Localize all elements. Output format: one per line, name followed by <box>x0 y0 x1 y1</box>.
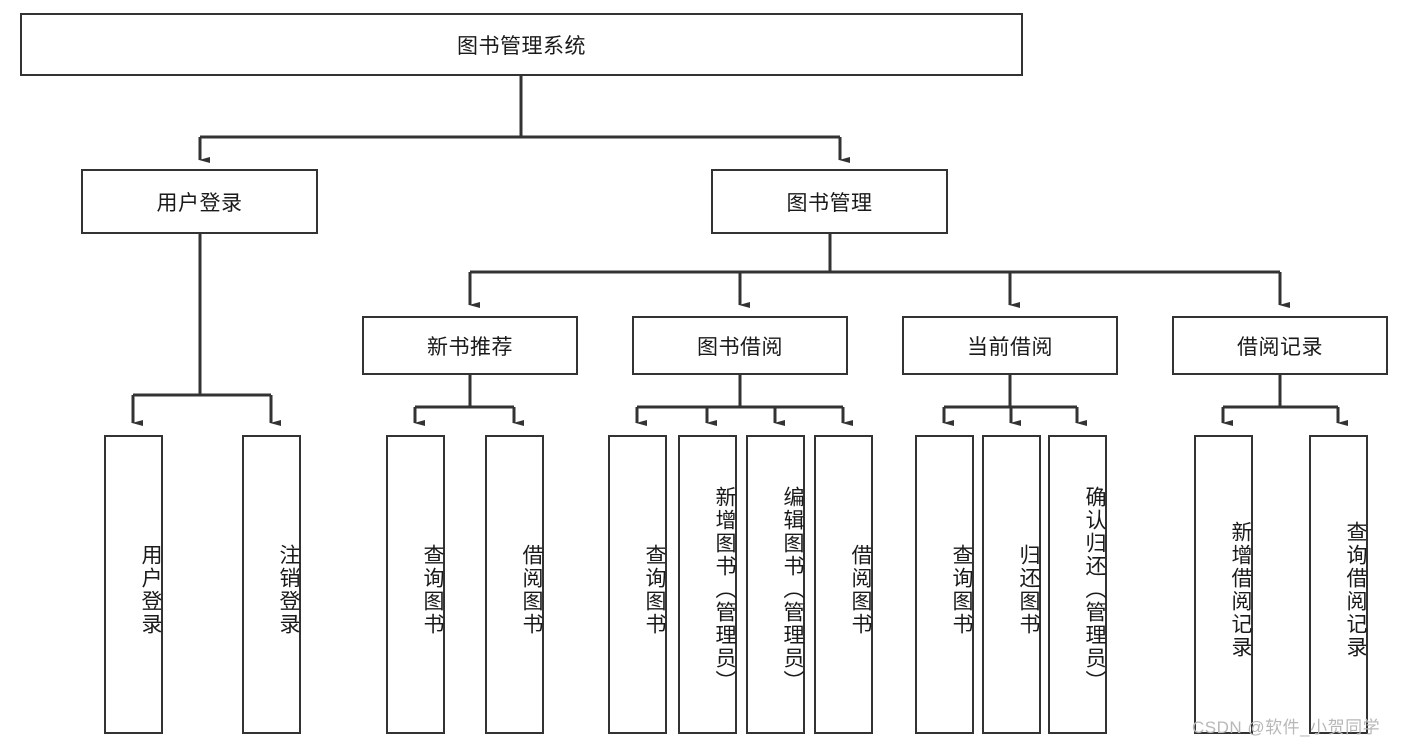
node-label: 新增图书（管理员） <box>713 486 736 693</box>
leaf-recommend-borrow-book[interactable]: 借阅图书 <box>485 435 544 734</box>
node-label: 确认归还（管理员） <box>1083 486 1106 693</box>
node-book-borrow[interactable]: 图书借阅 <box>632 316 848 375</box>
leaf-current-return-book[interactable]: 归还图书 <box>982 435 1041 734</box>
node-label: 图书借阅 <box>697 335 783 359</box>
node-book-management[interactable]: 图书管理 <box>711 169 948 234</box>
leaf-user-login-signin[interactable]: 用户登录 <box>104 435 163 734</box>
node-label: 查询借阅记录 <box>1344 520 1367 659</box>
node-label: 查询图书 <box>421 543 444 636</box>
leaf-user-login-logout[interactable]: 注销登录 <box>242 435 301 734</box>
node-new-book-recommend[interactable]: 新书推荐 <box>362 316 578 375</box>
node-current-borrow[interactable]: 当前借阅 <box>902 316 1118 375</box>
node-user-login[interactable]: 用户登录 <box>81 169 318 234</box>
node-label: 编辑图书（管理员） <box>781 486 804 693</box>
leaf-record-query-record[interactable]: 查询借阅记录 <box>1309 435 1368 734</box>
watermark-text: CSDN @软件_小贺同学 <box>1192 718 1381 737</box>
node-label: 注销登录 <box>277 543 300 636</box>
leaf-recommend-query-book[interactable]: 查询图书 <box>386 435 445 734</box>
leaf-record-add-record[interactable]: 新增借阅记录 <box>1194 435 1253 734</box>
leaf-borrow-borrow-book[interactable]: 借阅图书 <box>814 435 873 734</box>
node-label: 用户登录 <box>156 191 243 215</box>
node-label: 借阅图书 <box>849 543 872 636</box>
node-borrow-record[interactable]: 借阅记录 <box>1172 316 1388 375</box>
node-label: 查询图书 <box>950 543 973 636</box>
leaf-borrow-query-book[interactable]: 查询图书 <box>608 435 667 734</box>
node-label: 用户登录 <box>139 543 162 636</box>
leaf-borrow-edit-book-admin[interactable]: 编辑图书（管理员） <box>746 435 805 734</box>
node-label: 借阅记录 <box>1237 335 1323 359</box>
leaf-current-query-book[interactable]: 查询图书 <box>915 435 974 734</box>
node-label: 归还图书 <box>1017 543 1040 636</box>
node-label: 图书管理系统 <box>457 34 586 58</box>
node-root-system[interactable]: 图书管理系统 <box>20 13 1023 76</box>
node-label: 图书管理 <box>786 191 873 215</box>
node-label: 新书推荐 <box>427 335 513 359</box>
node-label: 当前借阅 <box>967 335 1053 359</box>
node-label: 新增借阅记录 <box>1229 520 1252 659</box>
node-label: 查询图书 <box>643 543 666 636</box>
node-label: 借阅图书 <box>520 543 543 636</box>
leaf-borrow-add-book-admin[interactable]: 新增图书（管理员） <box>678 435 737 734</box>
leaf-current-confirm-return-admin[interactable]: 确认归还（管理员） <box>1048 435 1107 734</box>
